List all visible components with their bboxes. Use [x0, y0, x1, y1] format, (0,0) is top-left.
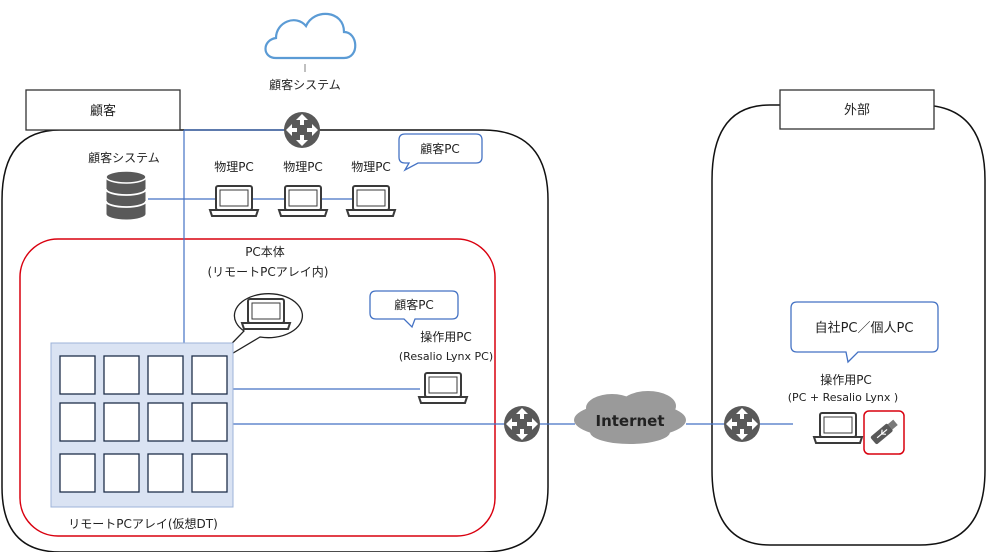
laptop-icon-3	[346, 185, 396, 217]
callout-external	[790, 301, 939, 364]
usb-stick-icon	[870, 419, 898, 445]
laptop-icon-2	[278, 185, 328, 217]
physical-pc-label-3: 物理PC	[351, 160, 391, 174]
physical-pc-label-1: 物理PC	[214, 160, 254, 174]
external-tab	[779, 89, 935, 130]
internet-label: Internet	[595, 412, 664, 430]
customer-tab-label: 顧客	[90, 103, 116, 119]
external-tab-label: 外部	[844, 103, 870, 118]
remote-pc-area	[19, 238, 496, 537]
array-cell	[191, 402, 228, 442]
array-cell	[59, 355, 96, 395]
laptop-icon-1	[209, 185, 259, 217]
pc-array-cells	[59, 355, 228, 493]
cloud-label: 顧客システム	[269, 77, 341, 92]
physical-pc-label-2: 物理PC	[283, 160, 323, 174]
pc-body-label: PC本体	[245, 245, 285, 259]
router-icon-customer	[504, 406, 540, 442]
connection-lines	[148, 129, 793, 425]
pc-body-sublabel: (リモートPCアレイ内)	[208, 265, 329, 279]
array-label: リモートPCアレイ(仮想DT)	[68, 516, 218, 531]
callout-external-label: 自社PC／個人PC	[815, 320, 914, 336]
array-cell	[103, 402, 140, 442]
array-cell	[147, 453, 184, 493]
callout-top-label: 顧客PC	[420, 141, 460, 156]
cloud-icon	[264, 12, 357, 60]
router-icon-external	[724, 406, 760, 442]
array-cell	[191, 355, 228, 395]
callout-inner-label: 顧客PC	[394, 297, 434, 312]
database-icon	[105, 170, 147, 221]
internet-cloud-icon	[574, 391, 686, 444]
array-cell	[103, 355, 140, 395]
operation-pc-sublabel: (Resalio Lynx PC)	[399, 350, 493, 363]
array-cell	[103, 453, 140, 493]
external-operation-pc-sublabel: (PC + Resalio Lynx )	[788, 391, 898, 404]
laptop-icon-operation	[418, 372, 468, 404]
operation-pc-label: 操作用PC	[420, 329, 472, 344]
array-cell	[147, 355, 184, 395]
callout-top	[398, 133, 483, 172]
customer-tab	[25, 89, 181, 131]
array-cell	[59, 402, 96, 442]
array-cell	[147, 402, 184, 442]
db-label: 顧客システム	[88, 150, 160, 165]
array-cell	[59, 453, 96, 493]
router-icon-top	[284, 112, 320, 148]
external-operation-pc-label: 操作用PC	[820, 372, 872, 387]
laptop-icon-bubble	[241, 298, 291, 330]
laptop-icon-external	[813, 412, 863, 444]
callout-inner	[369, 290, 459, 329]
array-cell	[191, 453, 228, 493]
